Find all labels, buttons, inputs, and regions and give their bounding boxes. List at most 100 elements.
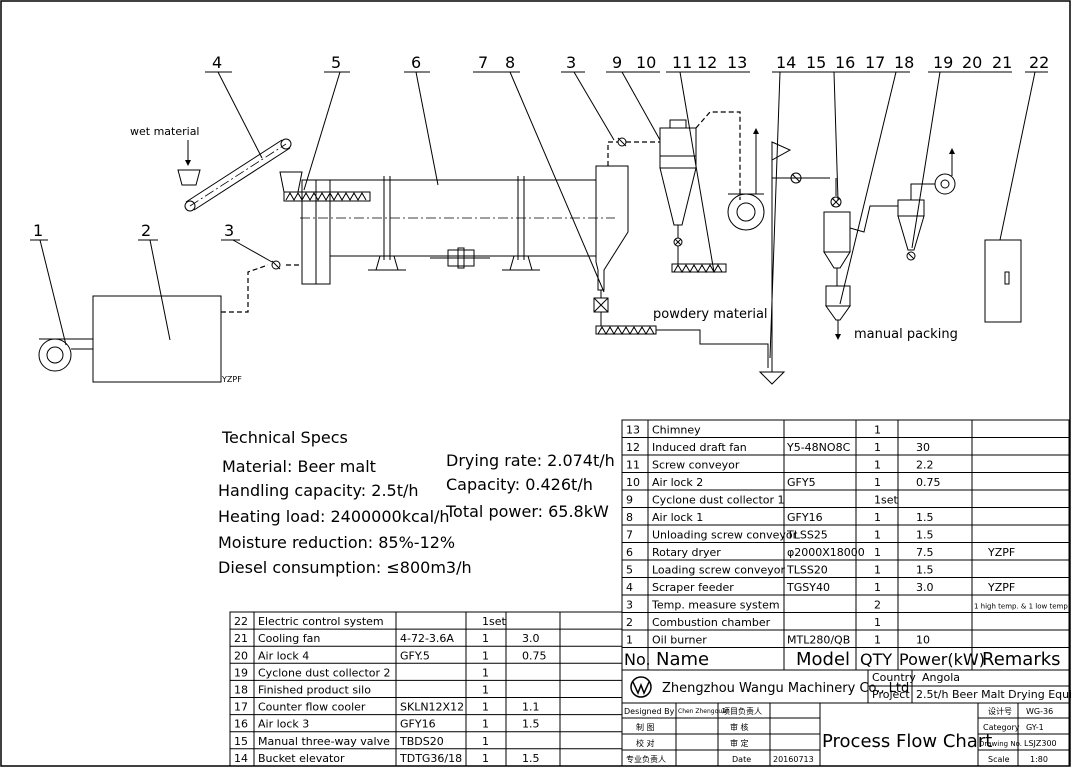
cyclone-dust-collector-1 [659, 119, 697, 238]
drawing-no: LSJZ300 [1024, 739, 1057, 748]
callout-16: 16 [835, 53, 855, 72]
bom-left-cell-no: 21 [234, 632, 248, 645]
bom-right-cell-name: Screw conveyor [652, 459, 740, 472]
spec-heating: Heating load: 2400000kcal/h [218, 507, 450, 526]
callout-13: 13 [727, 53, 747, 72]
powdery-material-label: powdery material [653, 307, 768, 322]
design-no: WG-36 [1026, 707, 1053, 716]
bom-right-cell-name: Rotary dryer [652, 546, 721, 559]
temp-sensor-1 [271, 260, 281, 270]
category: GY-1 [1026, 723, 1044, 732]
header-no: No. [624, 650, 651, 669]
technical-specs: Technical Specs Material: Beer malt Hand… [218, 428, 615, 577]
callout-14: 14 [776, 53, 796, 72]
bom-right-cell-no: 12 [626, 441, 640, 454]
bom-right-cell-qty: 1 [874, 634, 881, 647]
screw-conveyor [671, 263, 727, 274]
bom-right-cell-no: 3 [626, 599, 633, 612]
bom-right-cell-no: 1 [626, 634, 633, 647]
callout-underlines [30, 71, 1048, 241]
bom-left-cell-no: 19 [234, 666, 248, 679]
electric-control-cabinet [984, 239, 1022, 323]
bucket-elevator [758, 141, 830, 385]
bom-right-cell-qty: 1 [874, 476, 881, 489]
induced-draft-fan [727, 193, 765, 231]
wet-material-hopper [177, 169, 201, 186]
project-value: 2.5t/h Beer Malt Drying Equipment [916, 688, 1071, 701]
approve-label: 审 定 [730, 738, 749, 748]
spec-drying-rate: Drying rate: 2.074t/h [446, 451, 615, 470]
bom-right-cell-name: Air lock 1 [652, 511, 703, 524]
bom-right-cell-qty: 1 [874, 441, 881, 454]
date-label: Date [732, 755, 751, 764]
bom-right-cell-power: 3.0 [916, 581, 934, 594]
bom-left-cell-qty: 1 [482, 632, 489, 645]
callout-22: 22 [1029, 53, 1049, 72]
bom-right-cell-model: GFY16 [787, 511, 823, 524]
header-qty: QTY [860, 650, 892, 669]
air-lock-2 [673, 237, 683, 264]
bom-right-cell-qty: 1 [874, 581, 881, 594]
spec-moisture: Moisture reduction: 85%-12% [218, 533, 455, 552]
bom-right-cell-name: Air lock 2 [652, 476, 703, 489]
callout-21: 21 [992, 53, 1012, 72]
bom-right-cell-no: 13 [626, 424, 640, 437]
hot-air-duct [221, 264, 269, 313]
bom-right-cell-remarks: YZPF [987, 581, 1015, 594]
callout-8: 8 [505, 53, 515, 72]
designed-by-label: Designed By [624, 707, 675, 716]
wet-material-label: wet material [130, 125, 200, 138]
bom-left-cell-qty: 1set [482, 615, 506, 628]
bom-right-cell-power: 2.2 [916, 459, 934, 472]
bom-left-cell-model: GFY.5 [400, 649, 430, 662]
bom-right-cell-model: Y5-48NO8C [786, 441, 851, 454]
bom-left-cell-qty: 1 [482, 752, 489, 765]
bom-right-cell-qty: 1 [874, 529, 881, 542]
bom-left-cell-name: Finished product silo [258, 684, 371, 697]
unloading-screw-conveyor [595, 312, 769, 368]
bom-right-cell-name: Scraper feeder [652, 581, 734, 594]
bom-left-cell-name: Manual three-way valve [258, 735, 390, 748]
callout-2: 2 [141, 221, 151, 240]
bom-right-cell-remarks: 1 high temp. & 1 low temp. [974, 603, 1070, 611]
bom-right-cell-no: 11 [626, 459, 640, 472]
bom-right-header: No. Name Model QTY Power(kW) Remarks [624, 649, 1061, 670]
bom-right-cell-name: Unloading screw conveyor [652, 529, 798, 542]
bom-left-cell-power: 3.0 [522, 632, 540, 645]
bom-right-cell-model: GFY5 [787, 476, 816, 489]
header-model: Model [796, 649, 850, 670]
counter-flow-cooler [823, 205, 880, 286]
header-power: Power(kW) [899, 650, 985, 669]
title-block: Zhengzhou Wangu Machinery Co., Ltd Count… [621, 669, 1071, 767]
callouts: 1 2 3 4 5 6 7 8 3 9 10 11 12 13 14 15 16… [33, 53, 1049, 240]
bom-left-cell-model: TBDS20 [399, 735, 444, 748]
bom-right-cell-name: Temp. measure system [651, 599, 780, 612]
bom-left-cell-model: 4-72-3.6A [400, 632, 454, 645]
bom-right-cell-qty: 1 [874, 459, 881, 472]
date-value: 20160713 [773, 755, 814, 764]
bom-left-cell-model: SKLN12X12 [400, 701, 464, 714]
bom-left-cell-no: 17 [234, 701, 248, 714]
finished-product-silo [825, 285, 851, 340]
spec-capacity: Capacity: 0.426t/h [446, 475, 593, 494]
bom-right-cell-power: 1.5 [916, 529, 934, 542]
callout-20: 20 [962, 53, 982, 72]
bom-right-cell-no: 8 [626, 511, 633, 524]
yzpf-label: YZPF [221, 375, 242, 384]
loading-hopper [279, 171, 303, 193]
bom-right-cell-power: 1.5 [916, 564, 934, 577]
bom-right-cell-qty: 1 [874, 564, 881, 577]
air-lock-1 [593, 290, 609, 313]
